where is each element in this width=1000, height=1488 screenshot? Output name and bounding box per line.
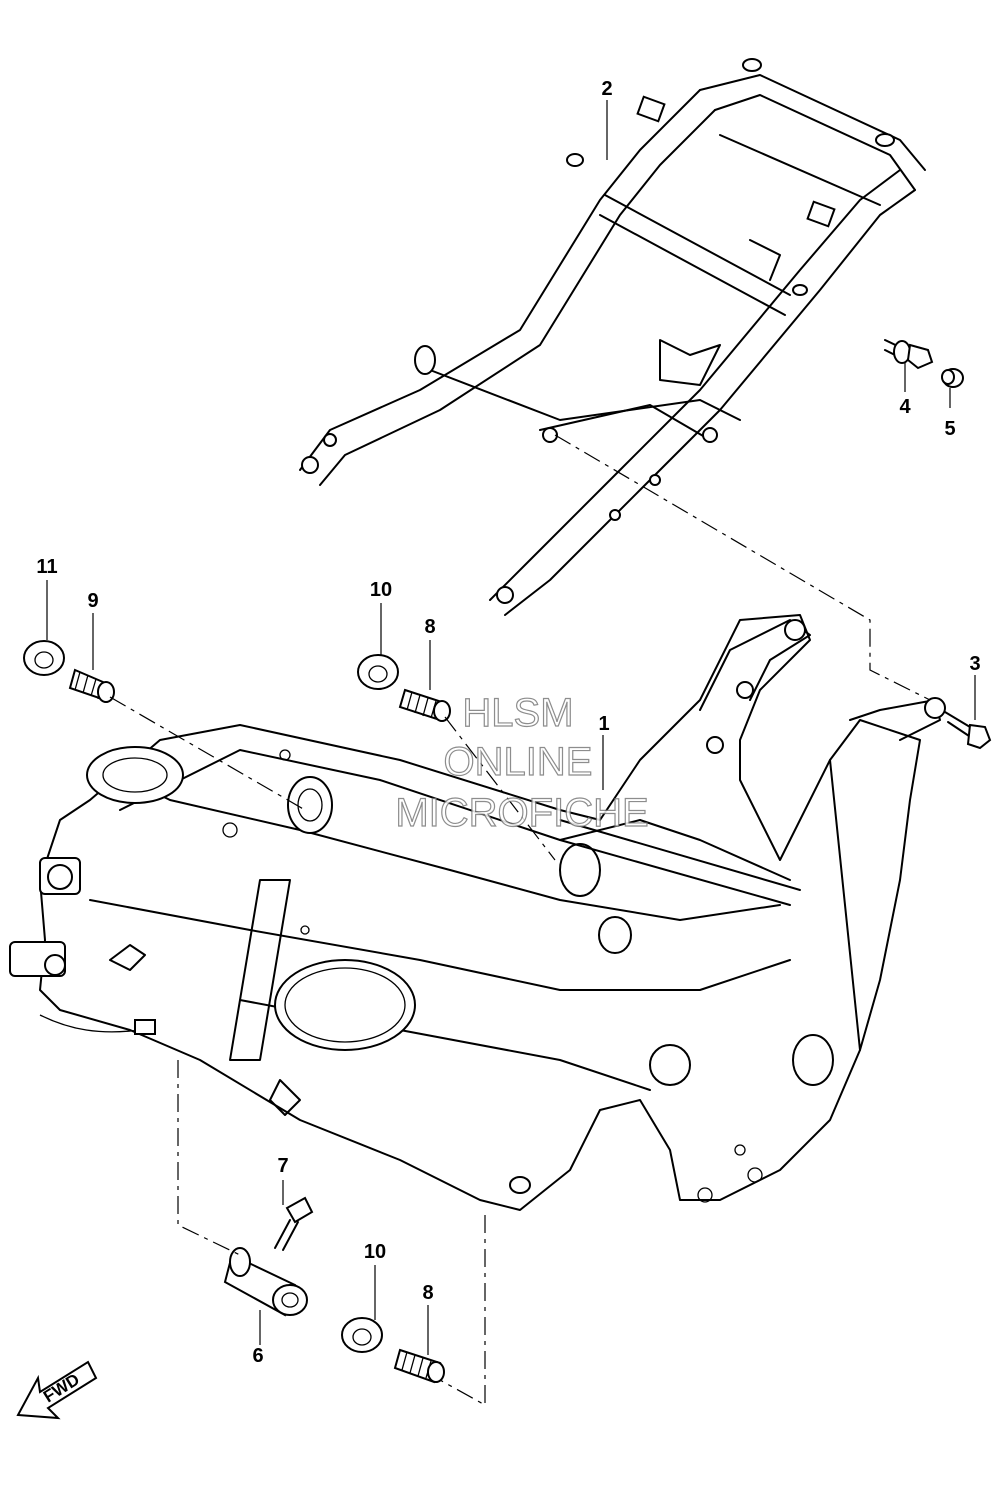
callout-10-upper: 10 <box>370 579 392 601</box>
watermark-line-3: MICROFICHE <box>395 791 648 835</box>
callout-3: 3 <box>969 653 980 675</box>
callout-1: 1 <box>598 713 609 735</box>
callout-9: 9 <box>87 590 98 612</box>
callout-8-upper: 8 <box>424 616 435 638</box>
nut-part-11 <box>23 640 65 676</box>
nut-part-10-upper <box>357 654 399 690</box>
seat-rail-assembly <box>299 58 926 616</box>
cap-part-5 <box>941 368 964 388</box>
callout-4: 4 <box>899 396 911 418</box>
callout-8-lower: 8 <box>422 1282 433 1304</box>
spring-part-9 <box>68 668 115 703</box>
watermark-line-2: ONLINE <box>444 740 593 784</box>
spring-part-8-upper <box>398 688 451 722</box>
watermark: HLSM ONLINE MICROFICHE <box>395 690 650 835</box>
bolt-part-3 <box>944 711 992 750</box>
watermark-line-1: HLSM <box>462 691 573 735</box>
callout-2: 2 <box>601 78 612 100</box>
main-frame <box>9 614 946 1211</box>
callout-6: 6 <box>252 1345 263 1367</box>
nut-part-10-lower <box>341 1317 383 1353</box>
bolt-part-4 <box>884 339 934 370</box>
fwd-direction-arrow: FWD <box>16 1360 98 1420</box>
leader-lines <box>46 100 976 1407</box>
spring-part-8-lower <box>393 1348 445 1384</box>
callout-7: 7 <box>277 1155 288 1177</box>
bolt-part-7 <box>274 1196 314 1251</box>
callout-5: 5 <box>944 418 955 440</box>
callout-11: 11 <box>36 556 57 578</box>
collar-part-6 <box>223 1247 308 1317</box>
callout-10-lower: 10 <box>364 1241 386 1263</box>
